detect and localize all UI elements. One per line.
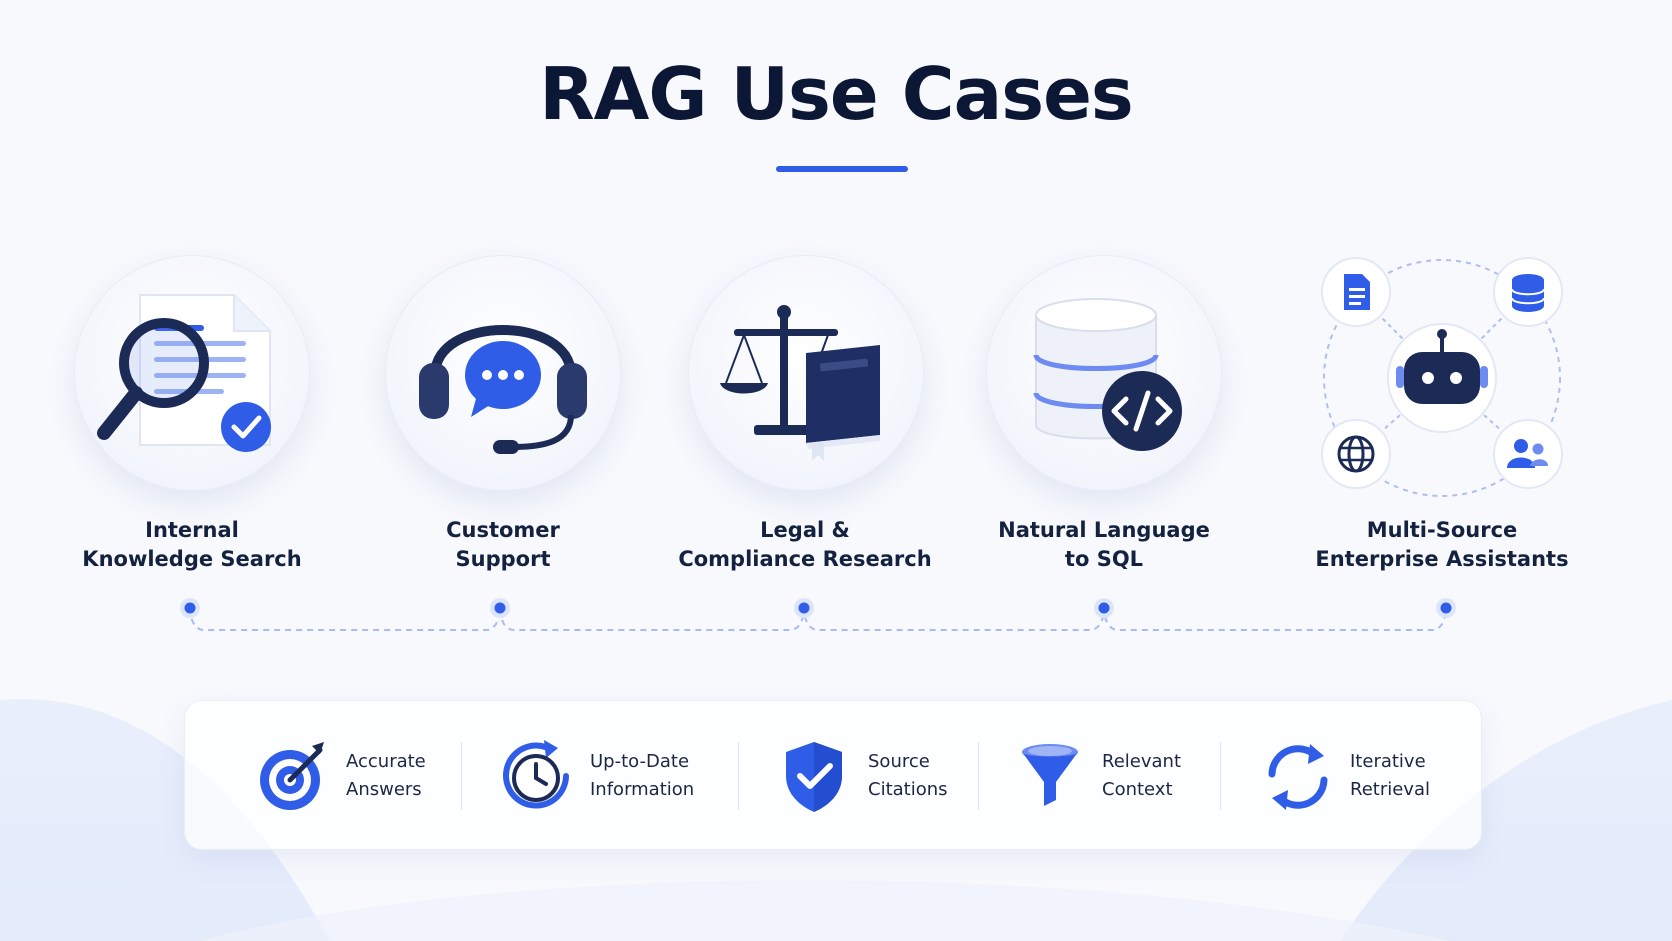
magnifier-document-icon xyxy=(97,294,271,452)
benefit-iterative-retrieval: Iterative Retrieval xyxy=(1258,700,1458,850)
timeline-dot xyxy=(180,598,200,618)
scales-book-icon xyxy=(720,305,880,461)
page-title: RAG Use Cases xyxy=(539,52,1134,136)
timeline-dot xyxy=(794,598,814,618)
cycle-arrows-icon xyxy=(1268,744,1328,810)
benefits-panel: Accurate Answers Up-to-Date Information … xyxy=(184,700,1482,850)
use-case-label-multi-source-enterprise-assistants: Multi-Source Enterprise Assistants xyxy=(1315,518,1569,571)
use-case-label-internal-knowledge-search: Internal Knowledge Search xyxy=(82,518,302,571)
use-case-label-customer-support: Customer Support xyxy=(446,518,560,571)
use-case-natural-language-to-sql xyxy=(986,255,1222,491)
divider xyxy=(738,742,739,810)
benefit-up-to-date-information: Up-to-Date Information xyxy=(498,700,728,850)
robot-network-icon xyxy=(1321,257,1563,497)
benefit-relevant-context: Relevant Context xyxy=(1010,700,1210,850)
use-case-customer-support xyxy=(385,255,621,491)
database-code-icon xyxy=(1033,298,1182,451)
use-case-label-natural-language-to-sql: Natural Language to SQL xyxy=(998,518,1210,571)
benefit-accurate-answers: Accurate Answers xyxy=(254,700,454,850)
timeline-dot xyxy=(1436,598,1456,618)
timeline-dot xyxy=(490,598,510,618)
divider xyxy=(1220,742,1221,810)
timeline-dot xyxy=(1094,598,1114,618)
timeline-connector xyxy=(180,598,1456,631)
divider xyxy=(461,742,462,810)
use-case-legal-compliance-research xyxy=(688,255,924,491)
target-icon xyxy=(260,742,324,810)
benefit-source-citations: Source Citations xyxy=(776,700,976,850)
title-underline xyxy=(776,166,908,172)
divider xyxy=(978,742,979,810)
clock-refresh-icon xyxy=(503,740,569,809)
use-case-multi-source-enterprise-assistants xyxy=(1316,252,1568,504)
funnel-icon xyxy=(1022,744,1078,806)
use-case-label-legal-compliance-research: Legal & Compliance Research xyxy=(678,518,932,571)
use-case-internal-knowledge-search xyxy=(74,255,310,491)
headset-chat-icon xyxy=(419,325,587,454)
shield-check-icon xyxy=(786,742,842,812)
